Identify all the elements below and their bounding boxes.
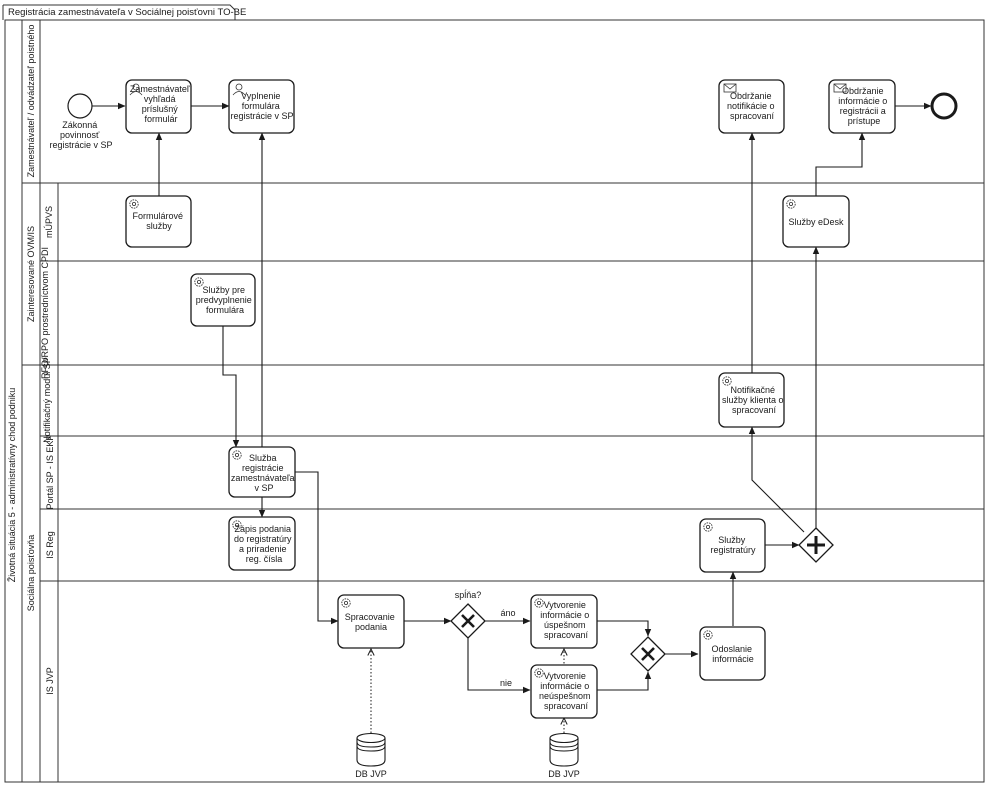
lane-group-ovm-label: Zainteresované OVM/IS [26, 226, 36, 322]
task-notif-recv[interactable]: Obdržanie notifikácie o spracovaní [718, 79, 785, 134]
svg-text:Notifikačné služby klien: Notifikačné služby klienta o spracovaní [722, 385, 786, 415]
flow-nie-label: nie [500, 678, 512, 688]
lane-mupvs-label: mÚPVS [44, 206, 54, 238]
datastore-db-jvp-1 [356, 732, 386, 767]
diagram-title-text: Registrácia zamestnávateľa v Sociálnej p… [8, 7, 246, 18]
parallel-plus-icon [807, 536, 825, 554]
task-odoslanie[interactable]: Odoslanie informácie [699, 626, 766, 681]
task-sluzba-reg[interactable]: Služba registrácie zamestnávateľa v SP [228, 446, 297, 498]
task-spracovanie[interactable]: Spracovanie podania [337, 594, 405, 649]
lane-portal-label: Portál SP - IS EKP [45, 435, 55, 510]
lane-zamestnavatel-label: Zamestnávateľ / odvádzateľ poistného [26, 25, 36, 178]
svg-text:Služby eDesk: Služby eDesk [788, 217, 844, 227]
svg-text:Obdržanie notifikácie o: Obdržanie notifikácie o spracovaní [727, 91, 777, 121]
svg-text:Služby pre predvyplnenie: Služby pre predvyplnenie formulára [196, 285, 255, 315]
svg-text:Spracovanie podania: Spracovanie podania [345, 612, 398, 632]
lane-notif-label: Notifikačný modul SP [42, 357, 52, 443]
gear-icon [703, 522, 713, 532]
task-vyhlada[interactable]: Zamestnávateľ vyhľadá príslušný formulár [125, 79, 192, 134]
exclusive-x-icon [641, 647, 655, 661]
lane-isreg [39, 508, 985, 582]
pool [4, 19, 985, 783]
gear-icon [341, 598, 351, 608]
task-edesk[interactable]: Služby eDesk [782, 195, 850, 248]
svg-text:Vytvorenie informácie o: Vytvorenie informácie o neúspešnom sprac… [539, 671, 593, 711]
gear-icon [722, 376, 732, 386]
lane-isreg-label: IS Reg [45, 531, 55, 559]
task-zapis[interactable]: Zápis podania do registratúry a priraden… [228, 516, 296, 571]
flow-uspesne-to-join [597, 620, 652, 637]
task-registratura[interactable]: Služby registratúry [699, 518, 766, 573]
user-task-icon [129, 83, 143, 96]
svg-text:Služby registratúry: Služby registratúry [710, 535, 756, 555]
gear-icon [786, 199, 796, 209]
lane-notif [39, 364, 985, 437]
lane-rfo [39, 260, 985, 366]
svg-text:Služba registrácie: Služba registrácie zamestnávateľa v SP [231, 453, 297, 493]
user-task-icon [232, 83, 246, 96]
task-predvyplnenie[interactable]: Služby pre predvyplnenie formulára [190, 273, 256, 327]
lane-group-sp [21, 364, 985, 783]
gear-icon [534, 598, 544, 608]
end-event [930, 92, 958, 120]
gateway-splna[interactable] [450, 603, 486, 639]
svg-text:Odoslanie informácie: Odoslanie informácie [711, 644, 754, 664]
task-neuspesne[interactable]: Vytvorenie informácie o neúspešnom sprac… [530, 664, 598, 719]
flow-parallel-to-notif-klient [748, 426, 805, 533]
svg-text:Formulárové služby: Formulárové služby [132, 211, 185, 231]
gateway-splna-label: spĺňa? [455, 589, 482, 600]
flow-edesk-to-info [815, 132, 866, 196]
datastore-db-jvp-2 [549, 732, 579, 767]
start-event [67, 93, 93, 119]
datastore-db-jvp-1-label: DB JVP [355, 769, 387, 779]
diagram-title: Registrácia zamestnávateľa v Sociálnej p… [2, 4, 246, 20]
flow-sluzba-reg-to-spracovanie [295, 471, 339, 625]
gear-icon [232, 450, 242, 460]
gear-icon [703, 630, 713, 640]
svg-text:Obdržanie informácie o: Obdržanie informácie o registrácii a prí… [838, 86, 890, 126]
task-notif-klient[interactable]: Notifikačné služby klienta o spracovaní [718, 372, 786, 428]
task-formularove[interactable]: Formulárové služby [125, 195, 192, 248]
pool-label: Životná situácia 5 - administratívny cho… [7, 388, 17, 583]
svg-text:Vyplnenie formulára: Vyplnenie formulára registrácie v SP [230, 91, 293, 121]
svg-text:Vytvorenie informácie o: Vytvorenie informácie o úspešnom spracov… [540, 600, 592, 640]
lane-isjvp-label: IS JVP [45, 667, 55, 695]
gear-icon [534, 668, 544, 678]
lane-group-sp-label: Sociálna poisťovňa [26, 535, 36, 611]
lane-rfo-label: RFO/RPO prostredníctvom CPDI [40, 247, 50, 379]
exclusive-x-icon [461, 614, 475, 628]
flow-predvyplnenie-to-sluzba-reg [222, 326, 240, 448]
flow-ano-label: áno [500, 608, 515, 618]
envelope-icon [833, 83, 847, 93]
task-vyplnenie[interactable]: Vyplnenie formulára registrácie v SP [228, 79, 295, 134]
flow-gateway-nie [467, 638, 531, 694]
task-uspesne[interactable]: Vytvorenie informácie o úspešnom spracov… [530, 594, 598, 649]
datastore-db-jvp-2-label: DB JVP [548, 769, 580, 779]
svg-text:Zamestnávateľ vyhľadá: Zamestnávateľ vyhľadá príslušný formulár [130, 84, 192, 124]
gateway-parallel[interactable] [798, 527, 834, 563]
task-info-recv[interactable]: Obdržanie informácie o registrácii a prí… [828, 79, 896, 134]
gear-icon [129, 199, 139, 209]
gateway-join[interactable] [630, 636, 666, 672]
flow-neuspesne-to-join [597, 671, 652, 691]
start-event-label: Zákonná povinnosť registrácie v SP [49, 120, 112, 150]
envelope-icon [723, 83, 737, 93]
lane-isjvp [39, 580, 985, 783]
lane-portal [39, 435, 985, 510]
svg-text:Zápis podania do registr: Zápis podania do registratúry a priraden… [234, 524, 294, 564]
